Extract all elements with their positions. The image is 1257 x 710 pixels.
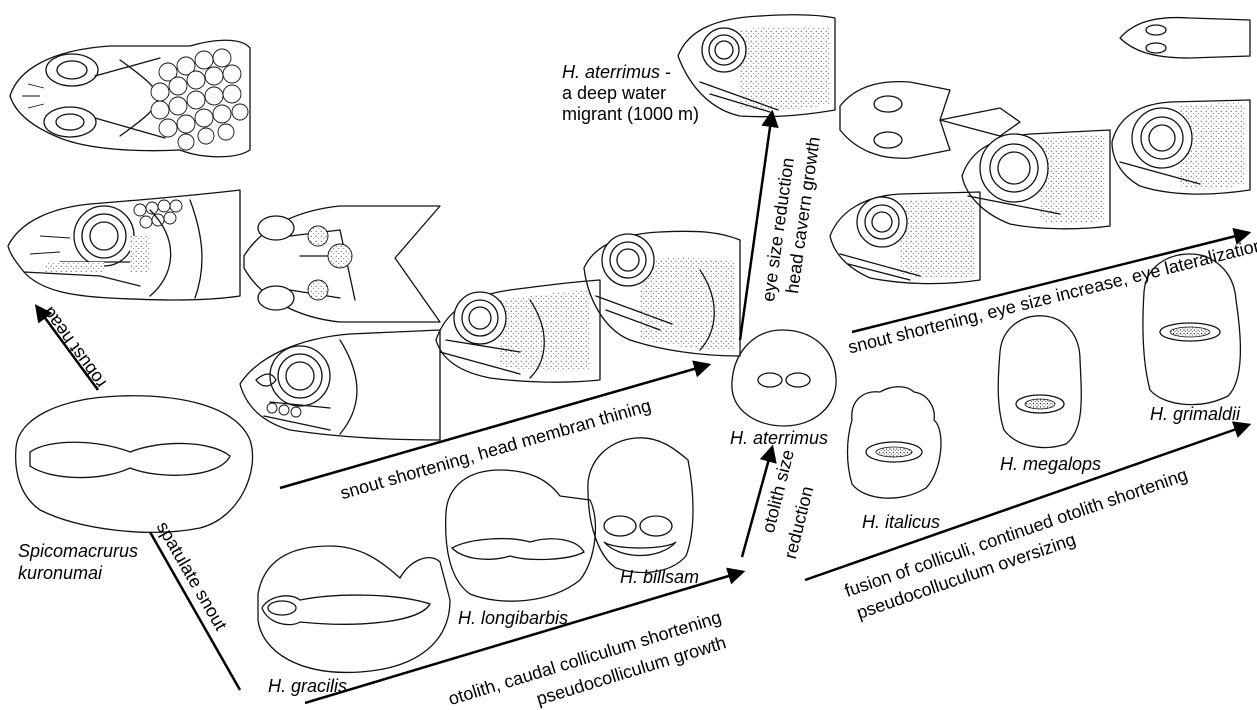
species-spicomacrurus-line1: Spicomacrurus [18, 541, 138, 562]
head-lateral-aterrimus [678, 15, 835, 117]
species-aterrimus: H. aterrimus [730, 428, 828, 449]
otolith-megalops [998, 316, 1081, 448]
arrow-spatulate-snout [150, 532, 240, 690]
note-deep-water: H. aterrimus - a deep water migrant (100… [562, 62, 699, 125]
head-lateral-megalops [962, 130, 1110, 229]
head-lateral-longibarbis [436, 280, 600, 382]
species-grimaldii: H. grimaldii [1150, 404, 1240, 425]
species-billsam: H. billsam [620, 567, 699, 588]
otolith-spicomacrurus [16, 396, 253, 533]
note-line3: migrant (1000 m) [562, 104, 699, 125]
otolith-aterrimus [732, 330, 836, 426]
arrow-eye-size [740, 113, 772, 340]
species-longibarbis: H. longibarbis [458, 608, 568, 629]
head-lateral-gracilis [240, 330, 440, 440]
head-lateral-spicomacrurus [8, 190, 240, 300]
species-italicus: H. italicus [862, 512, 940, 533]
otolith-gracilis [258, 546, 450, 672]
head-dorsal-spicomacrurus [10, 40, 250, 157]
head-lateral-italicus [830, 192, 980, 284]
note-species: H. aterrimus [562, 62, 660, 82]
head-dorsal-grimaldii [1120, 18, 1250, 58]
otolith-billsam [588, 438, 693, 573]
head-lateral-billsam [584, 231, 740, 356]
head-dorsal-gracilis [244, 206, 440, 322]
otolith-longibarbis [446, 470, 596, 601]
species-spicomacrurus-line2: kuronumai [18, 563, 102, 584]
otolith-italicus [848, 387, 941, 498]
note-dash: - [660, 62, 671, 82]
species-megalops: H. megalops [1000, 454, 1101, 475]
species-gracilis: H. gracilis [268, 676, 347, 697]
note-line2: a deep water [562, 83, 699, 104]
head-lateral-grimaldii [1112, 100, 1250, 194]
